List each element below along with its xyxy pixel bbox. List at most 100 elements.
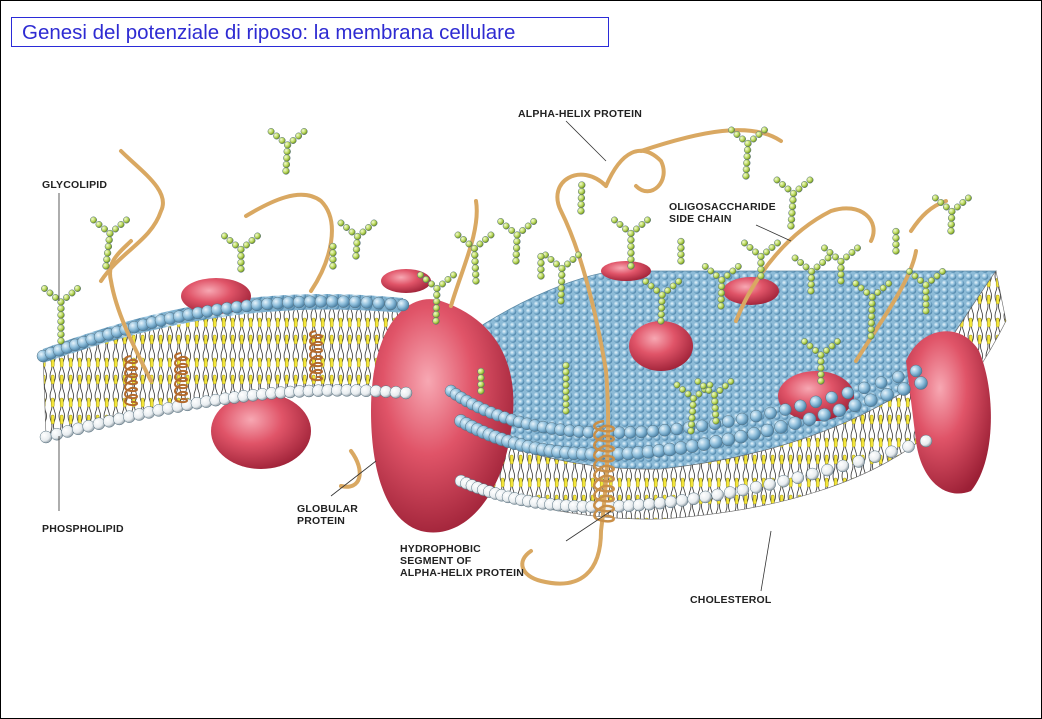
- phospholipid-head: [764, 478, 776, 490]
- sugar-bead: [823, 347, 829, 353]
- sugar-bead: [365, 224, 371, 230]
- sugar-bead: [439, 281, 445, 287]
- phospholipid-head: [794, 400, 806, 412]
- sugar-bead: [785, 186, 791, 192]
- sugar-bead: [238, 266, 245, 273]
- sugar-bead: [301, 128, 307, 134]
- sugar-bead: [923, 288, 930, 295]
- sugar-bead: [482, 236, 488, 242]
- sugar-bead: [96, 221, 102, 227]
- sugar-bead: [763, 249, 769, 255]
- protein-far-1: [601, 261, 651, 281]
- sugar-bead: [503, 223, 509, 229]
- phospholipid-head: [83, 420, 95, 432]
- label-globular-line2: PROTEIN: [297, 515, 345, 527]
- sugar-bead: [796, 186, 802, 192]
- sugar-bead: [875, 289, 881, 295]
- sugar-bead: [58, 331, 65, 338]
- sugar-bead: [779, 181, 785, 187]
- sugar-bead: [829, 343, 835, 349]
- sugar-bead: [433, 298, 440, 305]
- phospholipid-head: [397, 299, 409, 311]
- sugar-bead: [284, 142, 291, 149]
- sugar-bead: [658, 305, 665, 312]
- sugar-bead: [471, 252, 478, 259]
- phospholipid-head: [373, 297, 385, 309]
- sugar-bead: [290, 137, 296, 143]
- sugar-bead: [744, 153, 751, 160]
- sugar-bead: [123, 217, 129, 223]
- sugar-bead: [718, 277, 725, 284]
- sugar-bead: [728, 127, 734, 133]
- sugar-bead: [934, 273, 940, 279]
- sugar-bead: [869, 294, 876, 301]
- phospholipid-head: [686, 440, 699, 453]
- sugar-bead: [628, 256, 635, 263]
- sugar-bead: [570, 256, 576, 262]
- sugar-bead: [954, 204, 960, 210]
- sugar-bead: [788, 223, 795, 230]
- sugar-bead: [106, 237, 113, 244]
- sugar-bead: [238, 259, 245, 266]
- phospholipid-head: [40, 431, 52, 443]
- sugar-bead: [730, 268, 736, 274]
- sugar-bead: [460, 236, 466, 242]
- sugar-bead: [695, 378, 701, 384]
- sugar-bead: [74, 285, 80, 291]
- phospholipid-head: [697, 438, 710, 451]
- sugar-bead: [643, 278, 649, 284]
- sugar-bead: [338, 220, 344, 226]
- sugar-bead: [488, 232, 494, 238]
- sugar-bead: [622, 226, 628, 232]
- sugar-bead: [103, 263, 110, 270]
- phospholipid-head: [775, 420, 788, 433]
- sugar-bead: [434, 285, 441, 292]
- sugar-bead: [423, 276, 429, 282]
- sugar-bead: [513, 258, 520, 265]
- sugar-bead: [371, 220, 377, 226]
- sugar-bead: [232, 242, 238, 248]
- phospholipid-head: [778, 475, 790, 487]
- sugar-bead: [678, 258, 685, 265]
- phospholipid-head: [361, 296, 373, 308]
- sugar-bead: [712, 411, 719, 418]
- phospholipid-head: [282, 297, 294, 309]
- sugar-bead: [792, 255, 798, 261]
- sugar-bead: [548, 256, 554, 262]
- sugar-bead: [450, 272, 456, 278]
- sugar-bead: [788, 216, 795, 223]
- sugar-bead: [558, 285, 565, 292]
- sugar-bead: [433, 311, 440, 318]
- sugar-bead: [834, 338, 840, 344]
- sugar-bead: [578, 182, 585, 189]
- sugar-bead: [706, 387, 712, 393]
- sugar-bead: [943, 204, 949, 210]
- sugar-bead: [923, 282, 930, 289]
- sugar-bead: [471, 245, 478, 252]
- sugar-bead: [750, 136, 756, 142]
- sugar-bead: [433, 318, 440, 325]
- sugar-bead: [268, 128, 274, 134]
- phospholipid-head: [736, 413, 748, 425]
- sugar-bead: [868, 313, 875, 320]
- sugar-bead: [743, 166, 750, 173]
- sugar-bead: [838, 258, 845, 265]
- sugar-bead: [101, 226, 107, 232]
- sugar-bead: [58, 312, 65, 319]
- sugar-bead: [869, 300, 876, 307]
- sugar-bead: [923, 301, 930, 308]
- sugar-bead: [718, 296, 725, 303]
- chain-left-1: [101, 151, 163, 281]
- sugar-bead: [912, 273, 918, 279]
- phospholipid-head: [747, 427, 760, 440]
- sugar-bead: [104, 250, 111, 257]
- phospholipid-head: [920, 435, 932, 447]
- sugar-bead: [659, 292, 666, 299]
- phospholipid-head: [826, 392, 838, 404]
- sugar-bead: [923, 295, 930, 302]
- sugar-bead: [758, 260, 765, 267]
- sugar-bead: [513, 245, 520, 252]
- sugar-bead: [531, 218, 537, 224]
- sugar-bead: [112, 226, 118, 232]
